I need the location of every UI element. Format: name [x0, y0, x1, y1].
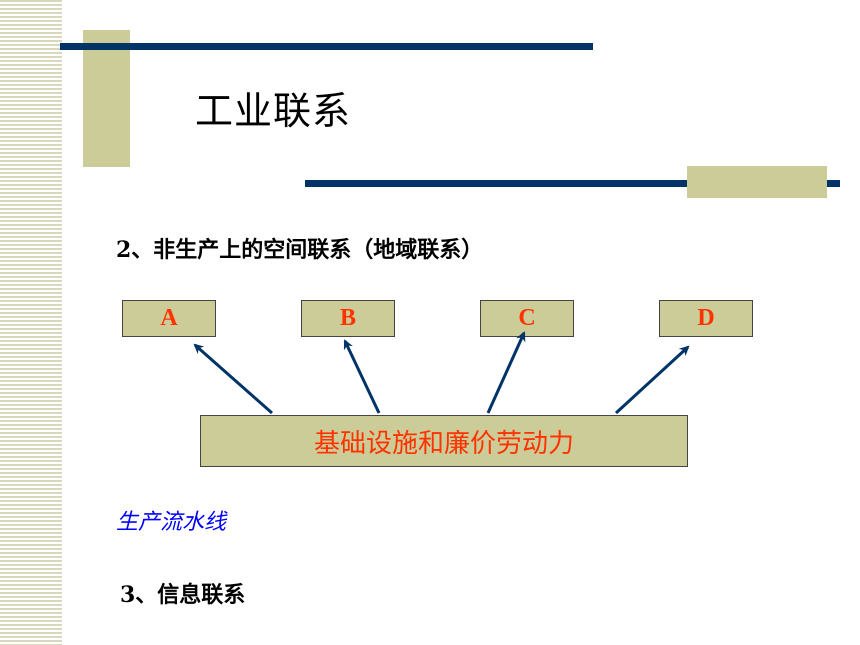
box-c: C	[480, 300, 574, 337]
arrow-to-b	[343, 339, 381, 414]
box-d: D	[659, 300, 753, 337]
box-a: A	[122, 300, 216, 337]
production-line-note: 生产流水线	[116, 510, 227, 535]
top-accent-line	[60, 43, 593, 50]
box-b: B	[301, 300, 395, 337]
top-left-accent-block	[83, 30, 130, 167]
section-3-heading: 3、信息联系	[120, 582, 246, 608]
section-2-heading: 2、非生产上的空间联系（地域联系）	[116, 237, 484, 263]
arrow-to-c	[486, 331, 526, 414]
arrow-to-a	[193, 343, 273, 415]
right-accent-block	[687, 166, 827, 198]
bottom-accent-line	[305, 180, 840, 187]
arrow-to-d	[614, 345, 690, 415]
slide-title: 工业联系	[195, 89, 352, 133]
base-factor-box: 基础设施和廉价劳动力	[200, 415, 688, 467]
left-stripe-decoration	[0, 0, 62, 645]
